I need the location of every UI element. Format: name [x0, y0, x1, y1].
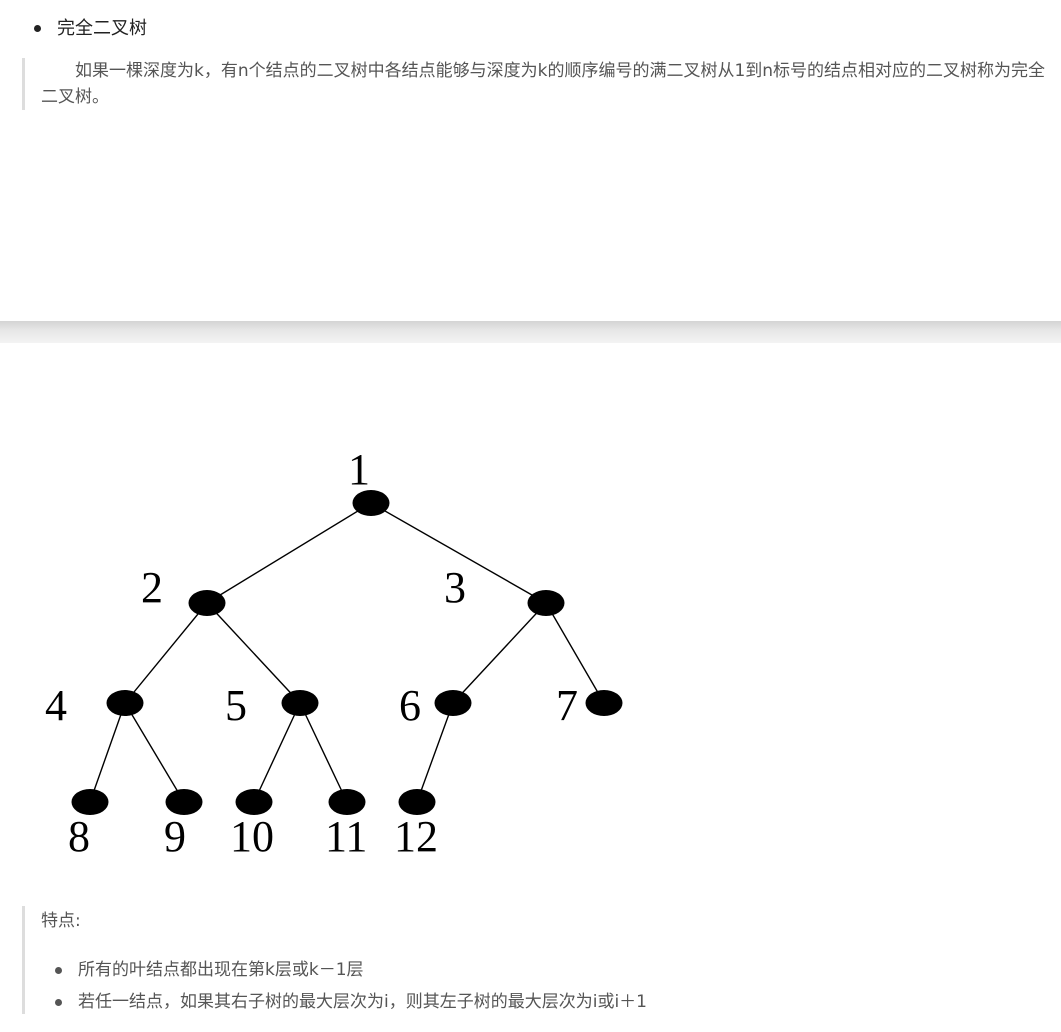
tree-node-label-1: 1 [348, 445, 370, 494]
tree-node-8 [71, 789, 109, 815]
tree-node-4 [106, 690, 144, 716]
features-quote: 特点: 所有的叶结点都出现在第k层或k－1层 若任一结点，如果其右子树的最大层次… [22, 906, 1052, 1014]
tree-edge-3-6 [452, 602, 547, 704]
tree-node-label-9: 9 [164, 812, 186, 861]
section-heading-item: 完全二叉树 [32, 14, 147, 44]
tree-node-label-8: 8 [68, 812, 90, 861]
tree-nodes [71, 490, 623, 815]
tree-node-11 [328, 789, 366, 815]
definition-quote: 如果一棵深度为k，有n个结点的二叉树中各结点能够与深度为k的顺序编号的满二叉树从… [22, 58, 1052, 110]
feature-text: 若任一结点，如果其右子树的最大层次为i，则其左子树的最大层次为i或i＋1 [78, 992, 647, 1012]
tree-edge-5-10 [253, 702, 301, 803]
tree-node-label-5: 5 [225, 681, 247, 730]
section-divider [0, 321, 1061, 343]
tree-edge-5-11 [299, 702, 348, 803]
feature-text: 所有的叶结点都出现在第k层或k－1层 [78, 960, 364, 980]
tree-node-3 [527, 590, 565, 616]
tree-edge-4-8 [89, 702, 126, 803]
tree-node-12 [398, 789, 436, 815]
tree-node-1 [352, 490, 390, 516]
bullet-dot-icon [34, 25, 41, 32]
tree-edges [89, 502, 605, 803]
tree-edge-1-2 [206, 502, 372, 604]
tree-node-label-4: 4 [45, 681, 67, 730]
tree-node-9 [165, 789, 203, 815]
feature-item: 若任一结点，如果其右子树的最大层次为i，则其左子树的最大层次为i或i＋1 [47, 986, 647, 1018]
tree-node-label-6: 6 [399, 681, 421, 730]
tree-node-2 [188, 590, 226, 616]
tree-edge-1-3 [370, 502, 547, 604]
tree-node-label-2: 2 [141, 563, 163, 612]
feature-item: 所有的叶结点都出现在第k层或k－1层 [47, 954, 647, 986]
tree-node-7 [585, 690, 623, 716]
tree-node-label-12: 12 [394, 812, 438, 861]
tree-node-label-10: 10 [230, 812, 274, 861]
tree-node-5 [281, 690, 319, 716]
tree-node-label-7: 7 [556, 681, 578, 730]
tree-node-10 [235, 789, 273, 815]
tree-node-label-3: 3 [444, 563, 466, 612]
tree-edge-2-5 [206, 602, 301, 704]
tree-edge-4-9 [124, 702, 185, 803]
tree-edge-2-4 [124, 602, 208, 704]
tree-node-6 [434, 690, 472, 716]
definition-text: 如果一棵深度为k，有n个结点的二叉树中各结点能够与深度为k的顺序编号的满二叉树从… [41, 61, 1046, 107]
bullet-dot-icon [55, 999, 62, 1006]
tree-edge-3-7 [545, 602, 605, 704]
bullet-dot-icon [55, 967, 62, 974]
top-bullet-list: 完全二叉树 [32, 14, 147, 44]
section-heading: 完全二叉树 [57, 18, 147, 39]
features-list: 所有的叶结点都出现在第k层或k－1层 若任一结点，如果其右子树的最大层次为i，则… [47, 954, 647, 1018]
tree-node-label-11: 11 [325, 812, 367, 861]
tree-edge-6-12 [416, 702, 454, 803]
features-title: 特点: [41, 911, 81, 931]
